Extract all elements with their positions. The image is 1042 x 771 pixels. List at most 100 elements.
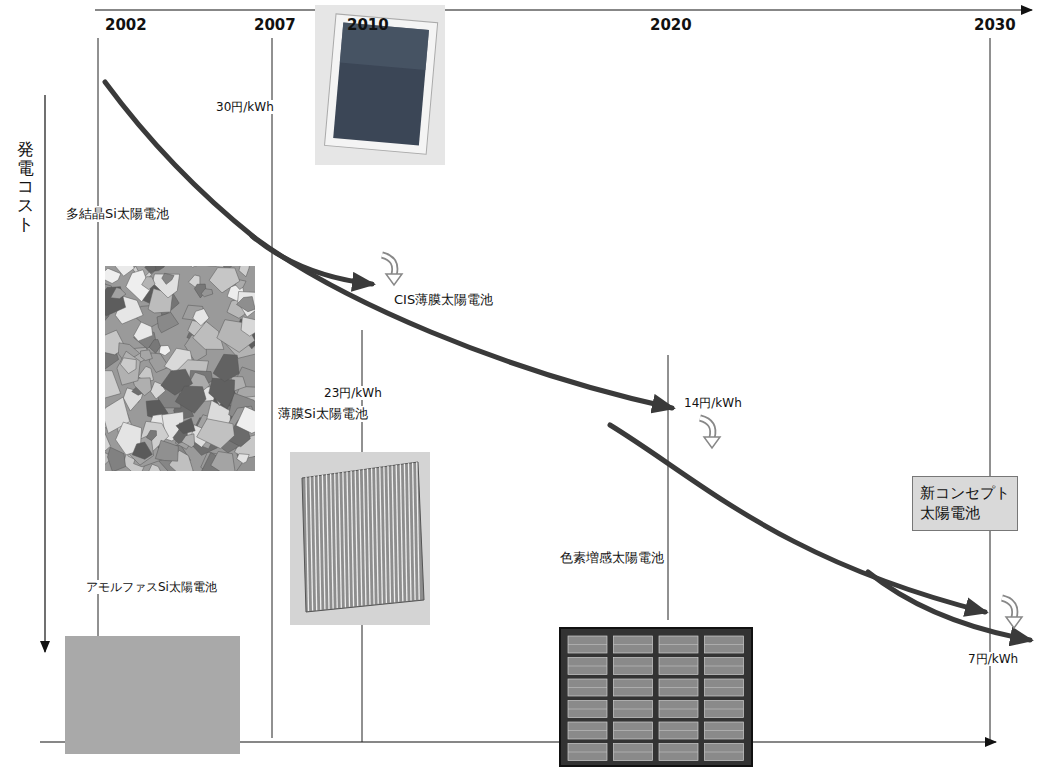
- cell-stripe: [359, 470, 362, 606]
- cell-stripe: [404, 464, 407, 601]
- photo-ground: [315, 5, 445, 165]
- crystal-grain: [159, 345, 171, 355]
- photo-ground: [290, 452, 430, 625]
- dye-cell: [705, 744, 744, 761]
- year-label: 2010: [345, 16, 391, 34]
- cell-stripe: [396, 465, 399, 602]
- dye-cell-split: [659, 752, 698, 753]
- amorphous-photo: [65, 636, 240, 754]
- crystal-grain: [201, 289, 213, 297]
- cell-stripe: [388, 466, 391, 603]
- dye-cell-split: [659, 644, 698, 645]
- crystal-grain: [157, 312, 179, 332]
- dye-cell: [614, 658, 653, 675]
- crystal-grain: [211, 452, 235, 471]
- dye-cell: [568, 636, 607, 653]
- crystal-grain: [107, 447, 125, 471]
- year-gridline: [272, 38, 273, 738]
- crystal-grain: [236, 297, 255, 312]
- cell-type-label: CIS薄膜太陽電池: [392, 292, 495, 308]
- hollow-pointer-arrow: [1002, 598, 1022, 628]
- dye-cell-split: [659, 687, 698, 688]
- crystal-grain: [142, 277, 155, 290]
- crystal-grain: [206, 266, 223, 267]
- crystal-grain: [236, 406, 255, 433]
- cell-stripe: [413, 463, 416, 600]
- cell-type-label: 多結晶Si太陽電池: [64, 206, 171, 222]
- dye-panel-photo: [560, 628, 752, 766]
- crystal-grain: [175, 386, 206, 413]
- cost-axis: [44, 95, 45, 652]
- crystal-grain: [132, 442, 152, 459]
- dye-cell-split: [614, 730, 653, 731]
- cell-stripe: [380, 467, 383, 603]
- cell-stripe: [351, 471, 354, 606]
- cell-stripe: [318, 475, 321, 609]
- dye-cell-split: [659, 709, 698, 710]
- cell-stripe: [327, 474, 330, 609]
- cell-stripe: [335, 473, 338, 608]
- year-label: 2007: [252, 16, 298, 34]
- year-label: 2002: [103, 16, 149, 34]
- cell-stripe: [400, 464, 403, 601]
- crystal-grain: [213, 354, 239, 381]
- dye-cell: [568, 701, 607, 718]
- year-label: 2030: [972, 16, 1018, 34]
- cell-stripe: [392, 465, 395, 602]
- dye-cell: [614, 679, 653, 696]
- cost-trend-arrow: [255, 238, 672, 408]
- year-gridline: [98, 38, 99, 662]
- cost-value: 7円/kWh: [966, 652, 1020, 666]
- polycrystal-photo: [105, 266, 255, 471]
- crystal-grain: [182, 266, 203, 267]
- dye-cell: [614, 722, 653, 739]
- crystal-grain: [182, 434, 195, 448]
- crystal-grain: [209, 378, 235, 409]
- cell-stripe: [343, 472, 346, 607]
- cell-stripe: [368, 469, 371, 605]
- crystal-grain: [105, 287, 126, 316]
- dye-cell-split: [614, 666, 653, 667]
- thin-film-module-photo: [302, 462, 424, 612]
- cell-type-label: 色素増感太陽電池: [558, 550, 666, 566]
- dye-cell-split: [568, 709, 607, 710]
- dye-cell: [659, 658, 698, 675]
- crystal-grain: [241, 317, 255, 336]
- dye-cell: [705, 701, 744, 718]
- dye-cell: [659, 679, 698, 696]
- box-text: 新コンセプト 太陽電池: [920, 484, 1010, 523]
- crystal-grain: [239, 266, 250, 277]
- cell-type-label: 薄膜Si太陽電池: [276, 406, 370, 422]
- dye-cell: [614, 744, 653, 761]
- crystal-grain: [117, 351, 140, 385]
- cell-stripe: [384, 467, 387, 603]
- dye-cell: [568, 722, 607, 739]
- dye-cell: [659, 701, 698, 718]
- cost-value: 30円/kWh: [214, 100, 276, 114]
- year-gridline: [990, 38, 991, 742]
- dye-cell: [705, 722, 744, 739]
- cell-stripe: [306, 477, 309, 611]
- dye-cell: [705, 636, 744, 653]
- crystal-grain: [105, 268, 121, 283]
- cis-panel-photo: [325, 14, 438, 154]
- cell-stripe: [355, 470, 358, 606]
- dye-cell: [705, 658, 744, 675]
- crystal-grain: [120, 358, 136, 374]
- crystal-grain: [152, 274, 179, 298]
- cell-stripe: [417, 462, 420, 600]
- dye-cell: [568, 658, 607, 675]
- dye-cell: [568, 744, 607, 761]
- cell-stripe: [310, 476, 313, 610]
- dye-cell-split: [568, 666, 607, 667]
- crystal-grain: [197, 419, 235, 449]
- dye-cell: [614, 701, 653, 718]
- cell-stripe: [322, 475, 325, 610]
- dye-cell-split: [614, 752, 653, 753]
- dye-cell: [659, 636, 698, 653]
- dye-cell-split: [705, 666, 744, 667]
- cell-stripe: [347, 472, 350, 607]
- cell-stripe: [376, 468, 379, 604]
- dye-cell: [568, 679, 607, 696]
